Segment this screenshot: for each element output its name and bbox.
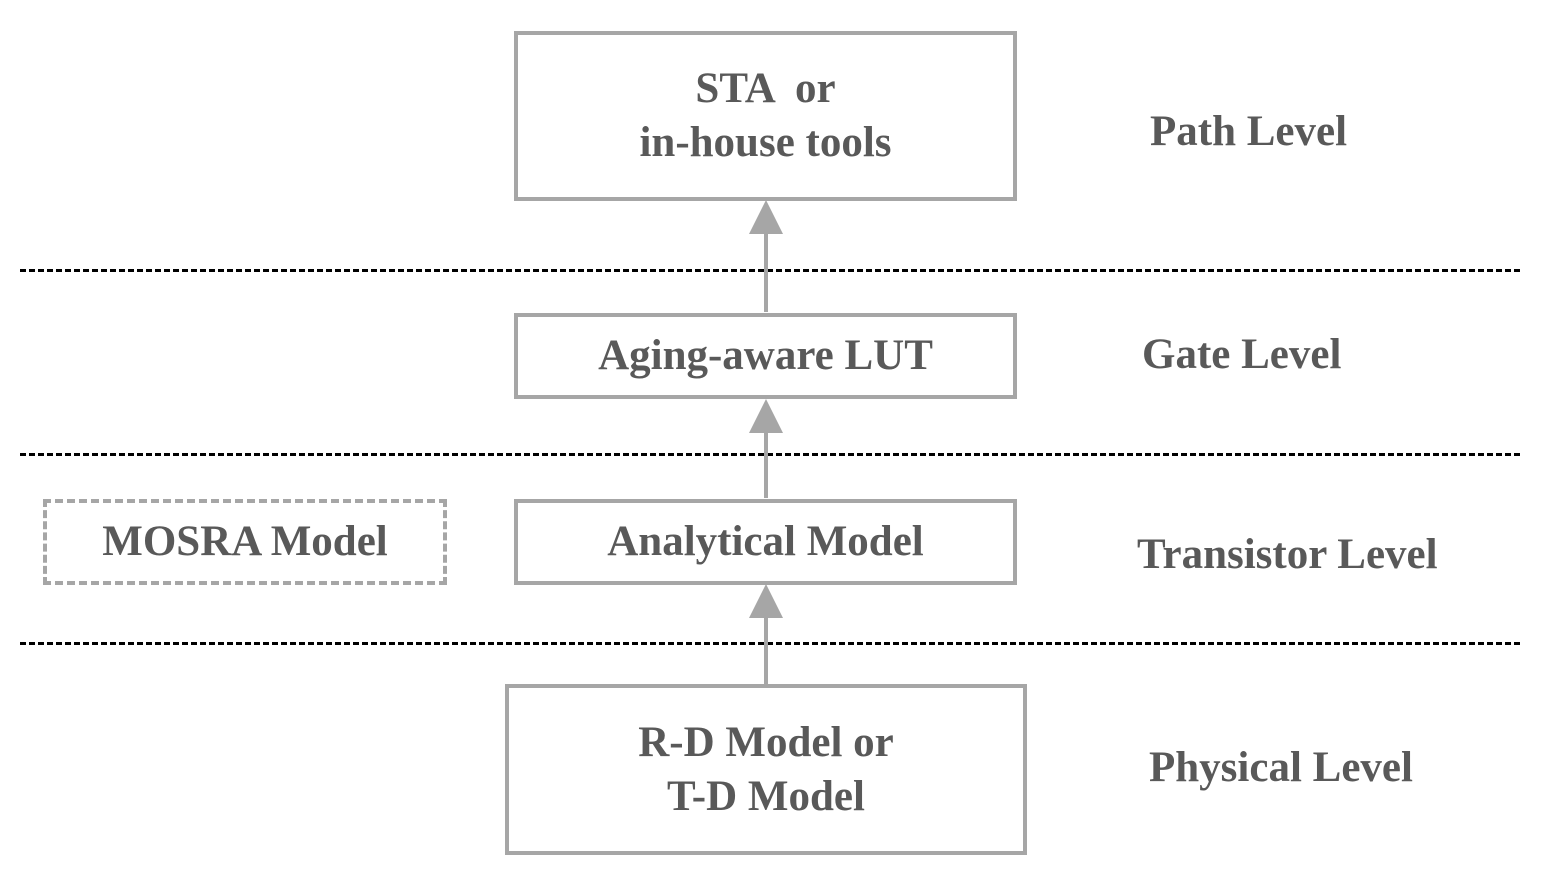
- sta-tools-line1: STA or: [695, 65, 836, 112]
- separator-transistor-physical: [20, 642, 1520, 645]
- path-level-label: Path Level: [1150, 108, 1348, 155]
- rd-td-model-line2: T-D Model: [667, 772, 865, 820]
- arrow-physical-to-transistor: [749, 584, 783, 685]
- analytical-model-label: Analytical Model: [607, 518, 924, 565]
- rd-td-model-line1: R-D Model or: [638, 718, 894, 766]
- sta-tools-box: STA or in-house tools: [514, 31, 1017, 201]
- gate-level-label: Gate Level: [1142, 331, 1342, 378]
- arrow-gate-to-path: [749, 200, 783, 312]
- arrow-transistor-to-gate: [749, 399, 783, 498]
- aging-aware-lut-box: Aging-aware LUT: [514, 313, 1017, 399]
- sta-tools-line2: in-house tools: [639, 119, 892, 166]
- separator-path-gate: [20, 269, 1520, 272]
- aging-aware-lut-label: Aging-aware LUT: [598, 332, 933, 379]
- transistor-level-label: Transistor Level: [1137, 531, 1438, 578]
- physical-level-label: Physical Level: [1149, 744, 1413, 791]
- mosra-model-box: MOSRA Model: [43, 499, 447, 585]
- mosra-model-label: MOSRA Model: [102, 518, 388, 565]
- separator-gate-transistor: [20, 453, 1520, 456]
- rd-td-model-box: R-D Model or T-D Model: [505, 684, 1027, 855]
- analytical-model-box: Analytical Model: [514, 499, 1017, 585]
